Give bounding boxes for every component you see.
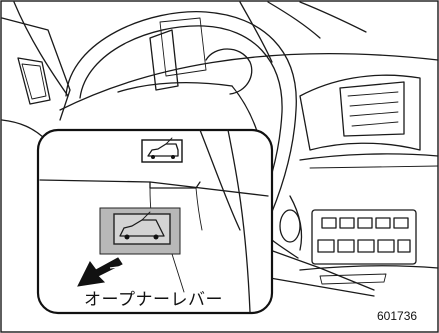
opener-lever-label: オープナーレバー <box>84 290 223 310</box>
panel-trunk-icon <box>142 138 182 162</box>
detail-inset: オープナーレバー <box>38 130 272 313</box>
figure-number: 601736 <box>377 309 417 323</box>
opener-lever <box>100 208 180 254</box>
